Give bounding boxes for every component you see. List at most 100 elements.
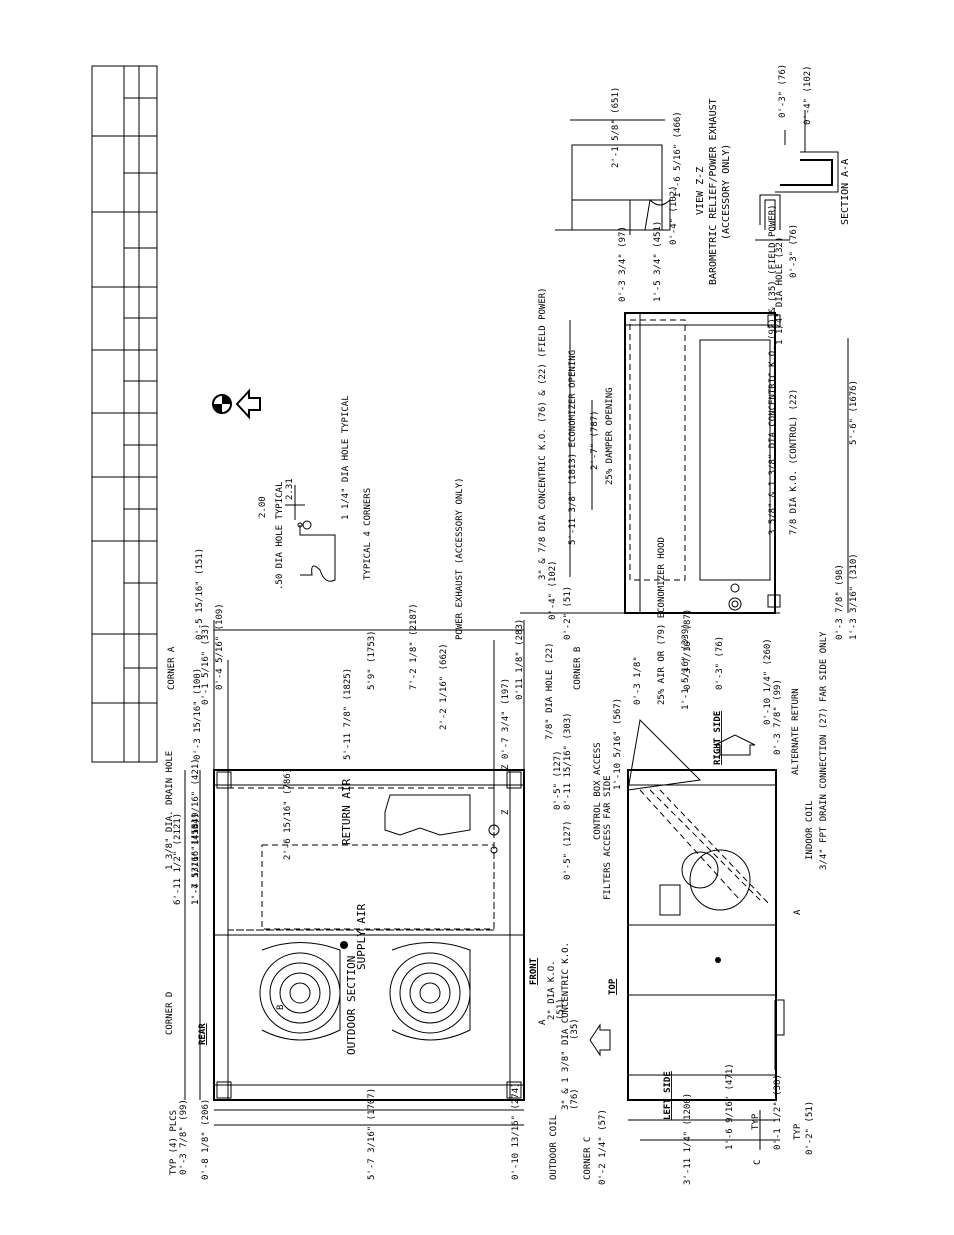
label-dim-100: 0'-3 15/16" (100) (193, 668, 203, 760)
top-view-labels: TYP (4) PLCS 0'-3 7/8" (99) 0'-8 1/8" (2… (165, 477, 593, 1180)
label-typ-1: TYP (751, 1113, 761, 1130)
label-top: TOP (608, 978, 618, 995)
label-z-1: Z (501, 809, 511, 815)
label-dim-206: 0'-8 1/8" (206) (201, 1099, 211, 1180)
label-a: A (538, 1019, 548, 1025)
label-dim-415: 1'-4 5/16" (415) (191, 818, 201, 905)
label-dim-97: 0'-3 3/4" (97) (618, 226, 628, 302)
label-field-power-ko-2: 3 5/8" & 1 3/8" DIA CONCENTRIC K.O. (92)… (768, 204, 778, 535)
label-dim-3-1-8: 0'-3 1/8" (633, 656, 643, 705)
section-aa (755, 110, 839, 241)
left-side-view (589, 718, 785, 1150)
label-drain-connection: 3/4" FPT DRAIN CONNECTION (27) FAR SIDE … (819, 631, 829, 870)
label-dim-260: 0'-10 1/4" (260) (763, 638, 773, 725)
label-dim-76: (76) (570, 1088, 580, 1110)
label-dim-99-b: 0'-3 7/8" (99) (773, 679, 783, 755)
label-alternate-return: ALTERNATE RETURN (791, 688, 801, 775)
label-dim-466: 1'-6 5/16" (466) (673, 111, 683, 198)
label-view-zz: VIEW Z-Z (695, 167, 706, 215)
left-side-labels: TOP LEFT SIDE 0'-2 1/4" (57) 3'-11 1/4" … (593, 537, 829, 1185)
label-dim-76-b: 0'-3" (76) (715, 636, 725, 690)
label-typ-4-plcs: TYP (4) PLCS (169, 1110, 179, 1175)
dimension-table (91, 65, 158, 763)
label-dim-76-c: 0'-3" (76) (789, 224, 799, 278)
right-side-labels: 0'-4" (102) 0'-2" (51) 3" & 7/8 DIA CONC… (538, 204, 859, 640)
label-dim-303: 0'-11 15/16" (303) (563, 712, 573, 810)
label-dim-2121: 6'-11 1/2" (2121) (173, 813, 183, 905)
top-view (184, 620, 525, 1126)
label-left-side: LEFT SIDE (663, 1071, 673, 1120)
right-side-view (520, 312, 849, 614)
label-dim-51: (51) (556, 998, 566, 1020)
label-dim-2187: 7'-2 1/8" (2187) (409, 603, 419, 690)
label-corner-b: CORNER B (573, 647, 583, 690)
label-dim-274: 0'-10 13/16" (274) (511, 1082, 521, 1180)
label-accessory-only: (ACCESSORY ONLY) (721, 144, 732, 240)
label-dim-98: 0'-3 7/8" (98) (835, 564, 845, 640)
label-1-1-4-hole-32: 1 1/4" DIA HOLE (32) (775, 237, 785, 345)
label-dim-102: 0'-4" (102) (548, 560, 558, 620)
label-supply-air: SUPPLY AIR (355, 903, 368, 970)
label-control-box: CONTROL BOX ACCESS (593, 742, 603, 840)
label-dim-1825: 5'-11 7/8" (1825) (343, 668, 353, 760)
label-indoor-coil: INDOOR COIL (805, 800, 815, 860)
label-2-31: 2.31 (285, 478, 295, 500)
label-outdoor-coil: OUTDOOR COIL (549, 1115, 559, 1180)
label-dim-151: 0'-5 15/16" (151) (195, 548, 205, 640)
label-dim-76-d: 0'-3" (76) (778, 64, 788, 118)
label-field-power-ko: 3" & 7/8 DIA CONCENTRIC K.O. (76) & (22)… (538, 287, 548, 580)
label-a-side: A (793, 909, 803, 915)
label-outdoor-section: OUTDOOR SECTION (345, 956, 358, 1055)
label-dim-1707: 5'-7 3/16" (1707) (367, 1088, 377, 1180)
view-zz-labels: 2'-1 5/8" (651) 1'-6 5/16" (466) 0'-4" (… (611, 87, 732, 285)
label-rear: REAR (198, 1023, 208, 1045)
label-dim-339: 1'-1 5/16" (339) (681, 623, 691, 710)
label-dim-1676: 5'-6" (1676) (849, 380, 859, 445)
label-dim-127-a: 0'-5" (127) (553, 750, 563, 810)
label-b: B (276, 1005, 286, 1010)
label-dim-651: 2'-1 5/8" (651) (611, 87, 621, 168)
label-dim-421: 1'-4 9/16" (421) (191, 758, 201, 845)
label-economizer-hood: 25% AIR OR (79) ECONOMIZER HOOD (657, 537, 667, 705)
label-power-exhaust: POWER EXHAUST (ACCESSORY ONLY) (455, 477, 465, 640)
label-economizer-opening: 5'-11 3/8" (1813) ECONOMIZER OPENING (568, 350, 578, 545)
label-dim-283: 0'11 1/8" (283) (515, 619, 525, 700)
center-of-gravity-symbol (212, 394, 232, 414)
label-2-00: 2.00 (258, 496, 268, 518)
label-7-8-hole: 7/8" DIA HOLE (22) (545, 642, 555, 740)
label-dim-197: Z 0'-7 3/4" (197) (501, 678, 511, 770)
label-typical-4-corners: TYPICAL 4 CORNERS (363, 488, 373, 580)
label-dim-662: 2'-2 1/16" (662) (439, 643, 449, 730)
label-dim-567: 1'-10 5/16" (567) (613, 698, 623, 790)
label-barometric-relief: BAROMETRIC RELIEF/POWER EXHAUST (708, 98, 719, 285)
label-dim-35: (35) (570, 1018, 580, 1040)
label-dim-99: 0'-3 7/8" (99) (179, 1099, 189, 1175)
outdoor-fan-2 (389, 942, 471, 1041)
label-dim-51-c: 0'-2" (51) (563, 586, 573, 640)
label-dim-787: 2'-7" (787) (590, 410, 600, 470)
label-damper-opening: 25% DAMPER OPENING (605, 387, 615, 485)
label-dim-451: 1'-5 3/4" (451) (653, 221, 663, 302)
label-corner-d: CORNER D (165, 992, 175, 1035)
label-typ-2: TYP (793, 1123, 803, 1140)
label-c: C (753, 1160, 763, 1165)
label-dim-102-b: 0'-4" (102) (669, 185, 679, 245)
label-dim-57: 0'-2 1/4" (57) (598, 1109, 608, 1185)
label-front: FRONT (529, 957, 539, 985)
label-dim-1200: 3'-11 1/4" (1200) (683, 1093, 693, 1185)
label-1-1-4-hole: 1 1/4" DIA HOLE TYPICAL (341, 395, 351, 520)
label-corner-a: CORNER A (167, 646, 177, 690)
label-drain-hole: 1 3/8" DIA. DRAIN HOLE (165, 751, 175, 870)
corner-detail (285, 485, 336, 582)
label-right-side: RIGHT SIDE (713, 711, 723, 765)
up-arrow-icon (235, 388, 261, 420)
label-dim-127-b: 0'-5" (127) (563, 820, 573, 880)
label-dim-33: 0'-1 5/16" (33) (201, 624, 211, 705)
label-section-aa: SECTION A-A (840, 159, 851, 225)
section-aa-labels: 0'-3" (76) 0'-4" (102) SECTION A-A (778, 64, 851, 225)
label-dim-504: 1'-7 13/16" (504) (191, 813, 201, 905)
label-dim-87: 0'-3 7/16" (87) (683, 609, 693, 690)
label-dim-51-b: 0'-2" (51) (805, 1101, 815, 1155)
label-dim-102-c: 0'-4" (102) (803, 65, 813, 125)
